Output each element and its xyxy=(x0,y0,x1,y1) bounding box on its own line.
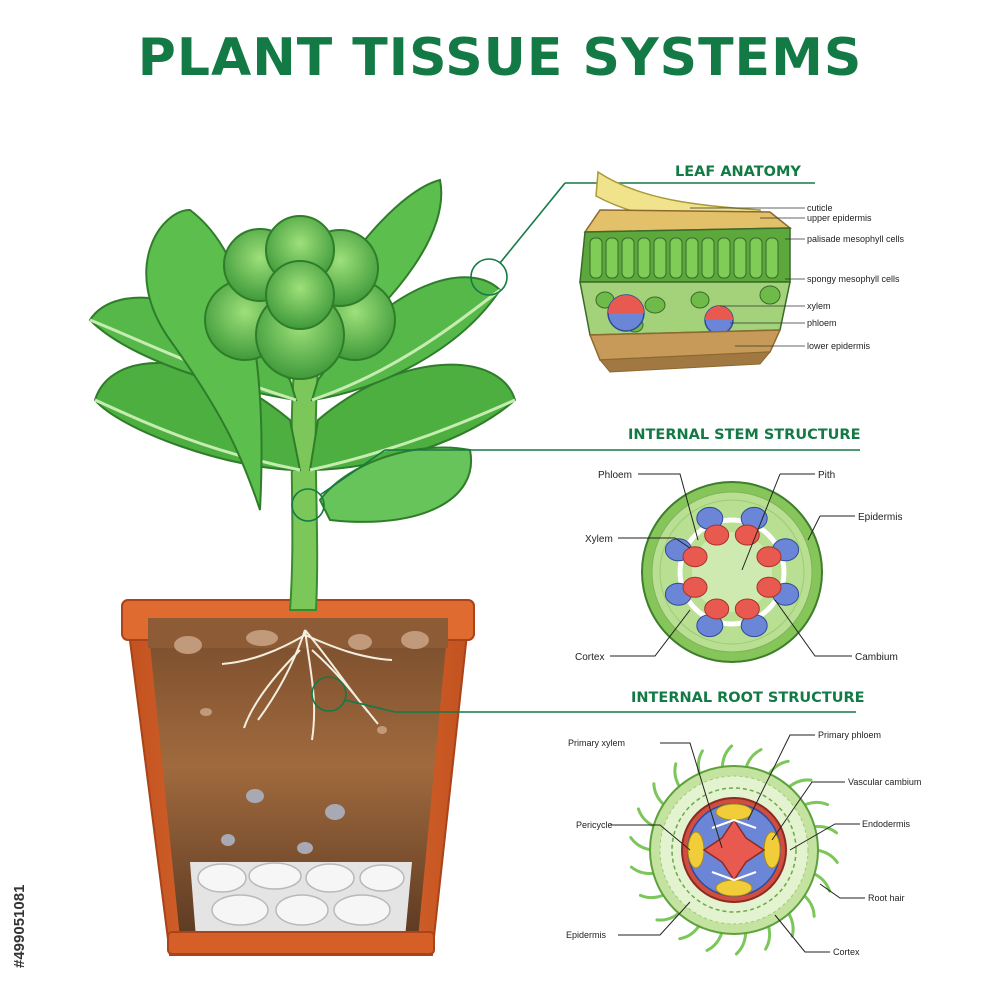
stem-label-phloem: Phloem xyxy=(598,470,632,481)
root-hair xyxy=(801,892,816,918)
stem-vascular-bundles xyxy=(664,506,800,638)
stem-label-epidermis: Epidermis xyxy=(858,512,902,523)
stem-label-pith: Pith xyxy=(818,470,835,481)
root-label-root-hair: Root hair xyxy=(868,893,905,903)
stem-cambium xyxy=(677,517,787,627)
soil-stones xyxy=(221,789,345,854)
root-hair xyxy=(636,807,657,829)
root-label-primary-phloem: Primary phloem xyxy=(818,730,881,740)
root-vascular-cambium xyxy=(711,818,757,882)
root-hair xyxy=(814,848,839,864)
stock-id-watermark: #499051081 xyxy=(11,885,28,968)
stem-xylem-bundle xyxy=(734,524,760,546)
flower-pot xyxy=(121,599,475,956)
root-hair xyxy=(705,929,724,952)
root-cross-section: INTERNAL ROOT STRUCTURE xyxy=(566,690,921,957)
root-hair xyxy=(786,778,813,790)
stem-title: INTERNAL STEM STRUCTURE xyxy=(628,427,861,443)
root-hair xyxy=(638,892,667,900)
page-title: PLANT TISSUE SYSTEMS xyxy=(137,28,863,88)
stem-pith xyxy=(692,532,772,612)
leaf-anatomy-diagram: LEAF ANATOMY xyxy=(579,164,905,373)
leaf-anatomy-title: LEAF ANATOMY xyxy=(675,164,801,180)
root-hair xyxy=(801,800,830,808)
stem-cross-section: INTERNAL STEM STRUCTURE Phloem Pith Epid… xyxy=(575,427,902,663)
leaf-label-3: spongy mesophyll cells xyxy=(807,274,900,284)
root-primary-phloem xyxy=(687,803,781,897)
root-label-epidermis: Epidermis xyxy=(566,930,607,940)
root-hair xyxy=(786,910,795,938)
leaf-label-2: palisade mesophyll cells xyxy=(807,234,905,244)
root-label-endodermis: Endodermis xyxy=(862,819,911,829)
root-hair xyxy=(629,836,654,852)
leaf-label-0: cuticle xyxy=(807,203,833,213)
root-label-primary-xylem: Primary xylem xyxy=(568,738,625,748)
leaf-label-1: upper epidermis xyxy=(807,213,872,223)
stem-xylem-bundle xyxy=(756,576,782,598)
leaf-vascular-bundles xyxy=(607,294,734,335)
stem-label-cortex: Cortex xyxy=(575,652,604,663)
root-label-pericycle: Pericycle xyxy=(576,820,613,830)
stem-label-xylem: Xylem xyxy=(585,534,613,545)
broccoli-head xyxy=(204,215,396,380)
stem-xylem-bundle xyxy=(734,598,760,620)
stem-label-cambium: Cambium xyxy=(855,652,898,663)
root-hair xyxy=(652,782,667,808)
root-label-vascular-cambium: Vascular cambium xyxy=(848,777,921,787)
soil-cross-section xyxy=(148,625,448,938)
leaf-label-4: xylem xyxy=(807,301,831,311)
stem-xylem-bundle xyxy=(682,576,708,598)
root-hair xyxy=(744,748,763,771)
leaf-label-6: lower epidermis xyxy=(807,341,871,351)
root-hair xyxy=(673,762,682,790)
connector-lines xyxy=(291,182,860,713)
leaf-label-5: phloem xyxy=(807,318,837,328)
stem-xylem-bundle xyxy=(682,546,708,568)
plant-roots xyxy=(221,629,393,741)
stem-xylem-bundle xyxy=(704,598,730,620)
soil-pebbles xyxy=(174,630,429,734)
root-hair xyxy=(678,923,702,941)
root-label-cortex: Cortex xyxy=(833,947,860,957)
stem-xylem-bundle xyxy=(756,546,782,568)
stem-xylem-bundle xyxy=(704,524,730,546)
root-title: INTERNAL ROOT STRUCTURE xyxy=(631,690,865,706)
